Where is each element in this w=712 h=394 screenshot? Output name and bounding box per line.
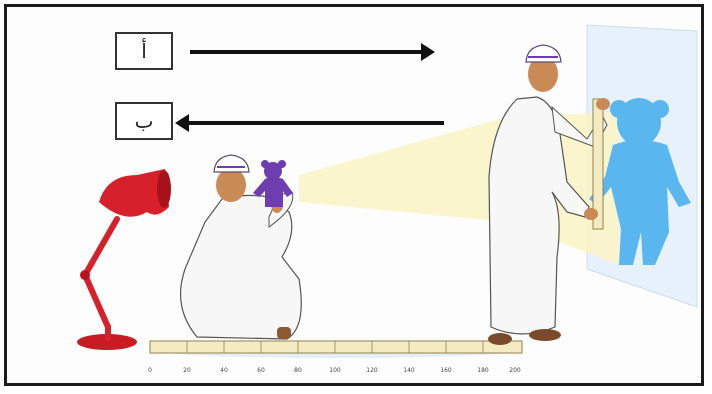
ruler-tick-label: 80 bbox=[294, 367, 302, 374]
ruler-tick-label: 40 bbox=[220, 367, 228, 374]
scene-drawing bbox=[7, 7, 701, 383]
ruler-tick-label: 0 bbox=[148, 367, 152, 374]
ruler-tick-label: 160 bbox=[440, 367, 451, 374]
arrow-left-icon bbox=[175, 114, 444, 132]
floor-ruler bbox=[150, 341, 522, 353]
label-box-a: أ bbox=[115, 32, 173, 70]
ruler-tick-label: 100 bbox=[329, 367, 340, 374]
illustration-frame: أ ب 0 20 40 60 80 100 120 140 160 180 20… bbox=[4, 4, 704, 386]
label-box-b: ب bbox=[115, 102, 173, 140]
lamp-icon bbox=[77, 169, 171, 350]
ruler-tick-label: 120 bbox=[366, 367, 377, 374]
label-a: أ bbox=[141, 39, 147, 63]
label-b: ب bbox=[135, 109, 154, 133]
ruler-tick-label: 180 bbox=[477, 367, 488, 374]
ruler-tick-label: 140 bbox=[403, 367, 414, 374]
ruler-tick-label: 20 bbox=[183, 367, 191, 374]
ruler-tick-label: 200 bbox=[509, 367, 520, 374]
ruler-tick-label: 60 bbox=[257, 367, 265, 374]
arrow-right-icon bbox=[190, 43, 435, 61]
